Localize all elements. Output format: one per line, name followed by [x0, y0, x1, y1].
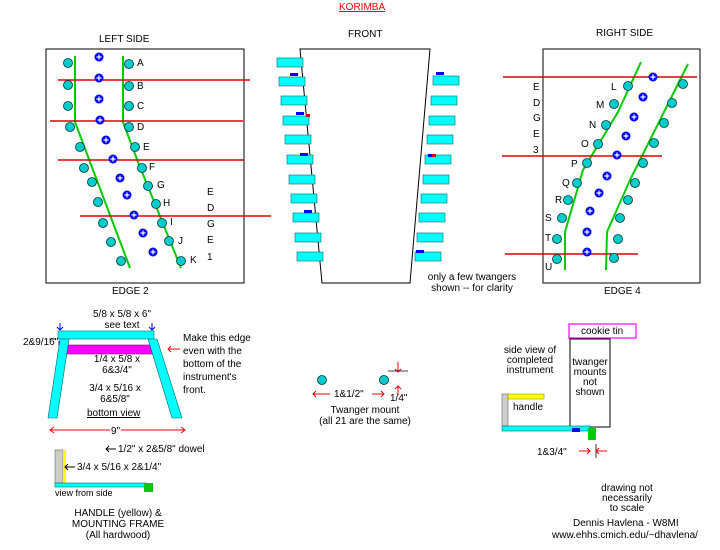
front-note: only a few twangers shown -- for clarity — [427, 272, 517, 294]
handle-yellow — [507, 393, 545, 400]
left-letter-f: F — [149, 162, 156, 173]
front-left-twangers — [276, 57, 324, 262]
right-letter-s: S — [545, 213, 552, 224]
left-letter-a: A — [137, 58, 144, 69]
left-green-line-1 — [74, 56, 131, 269]
author-url[interactable]: www.ehhs.cmich.edu/~dhavlena/ — [552, 530, 698, 541]
handle-label: handle — [513, 402, 544, 413]
front-panel — [276, 48, 460, 284]
right-edge-letter-2: D — [533, 98, 541, 109]
frame-side-view — [54, 445, 153, 492]
right-letter-n: N — [589, 120, 597, 131]
left-side-heading: LEFT SIDE — [99, 34, 150, 45]
left-letter-h: H — [163, 198, 171, 209]
right-green-line-1 — [564, 61, 642, 270]
completed-dimension: 1&3/4" — [537, 447, 567, 458]
handle-frame-caption: HANDLE (yellow) & MOUNTING FRAME (All ha… — [71, 508, 165, 541]
left-letter-g: G — [157, 180, 165, 191]
right-edge-letter-3: G — [533, 113, 541, 124]
left-edge-letter-4: E — [207, 235, 214, 246]
scale-note: drawing not necessarily to scale — [601, 483, 653, 514]
right-letter-o: O — [581, 139, 589, 150]
twanger-mount-caption: Twanger mount (all 21 are the same) — [319, 405, 411, 427]
frame-low-dimension: 3/4 x 5/16 x 6&5/8" — [89, 383, 141, 405]
right-edge-letter-5: 3 — [533, 145, 539, 156]
left-letter-e: E — [143, 142, 150, 153]
mount-offset-dimension: 1/4" — [390, 393, 408, 404]
completed-green-block — [588, 428, 596, 440]
side-bar — [54, 482, 147, 488]
left-edge-letter-5: 1 — [207, 252, 213, 263]
frame-top-dimension: 5/8 x 5/8 x 6" see text — [92, 309, 152, 331]
left-letter-d: D — [137, 122, 145, 133]
completed-handle-dowel — [501, 393, 509, 427]
side-green-block — [144, 483, 153, 492]
frame-bottom-view-label: bottom view — [87, 408, 141, 419]
left-green-line-2 — [122, 56, 182, 269]
front-trapezoid — [299, 48, 431, 284]
left-letter-i: I — [170, 217, 173, 228]
frame-left-dimension: 2&9/16" — [23, 337, 59, 348]
right-cyan-dots — [552, 79, 688, 264]
right-letter-l: L — [611, 82, 617, 93]
left-edge-letter-3: G — [207, 219, 215, 230]
frame-right-leg — [147, 338, 183, 419]
right-edge-letter-1: E — [533, 82, 540, 93]
edge2-label: EDGE 2 — [112, 286, 149, 297]
left-edge-letter-2: D — [207, 203, 215, 214]
right-blue-dots — [582, 72, 658, 257]
twanger-mount-diagram — [312, 362, 408, 398]
cookie-tin-label: cookie tin — [581, 326, 624, 337]
right-edge-letter-4: E — [533, 129, 540, 140]
left-side-panel — [45, 48, 271, 284]
left-cyan-dots — [63, 58, 186, 266]
left-side-outline — [45, 48, 245, 284]
instrument-body — [569, 338, 611, 428]
left-letter-j: J — [178, 236, 183, 247]
right-letter-r: R — [555, 195, 563, 206]
side-handle-dowel — [54, 449, 64, 484]
left-blue-dots — [94, 52, 158, 257]
front-heading: FRONT — [348, 29, 383, 40]
front-right-twangers — [414, 72, 460, 262]
mount-spacing-dimension: 1&1/2" — [334, 389, 364, 400]
mounting-frame-bottom-view — [47, 323, 186, 434]
frame-top-bar — [57, 330, 155, 340]
right-side-outline — [542, 48, 701, 284]
twanger-mounts-note: twanger mounts not shown — [572, 357, 608, 398]
side-view-completed-caption: side view of completed instrument — [503, 345, 557, 376]
frame-middle-dimension: 1/4 x 5/8 x 6&3/4" — [93, 354, 141, 376]
left-letter-b: B — [137, 81, 144, 92]
bar-dimension: 3/4 x 5/16 x 2&1/4" — [77, 462, 162, 473]
right-letter-p: P — [571, 159, 578, 170]
right-side-heading: RIGHT SIDE — [596, 28, 654, 39]
right-letter-q: Q — [562, 178, 570, 189]
right-side-panel — [502, 48, 701, 284]
edge4-label: EDGE 4 — [604, 286, 641, 297]
diagram-title: KORIMBA — [339, 2, 386, 13]
author-credit: Dennis Havlena - W8MI — [573, 518, 679, 529]
right-letter-m: M — [596, 100, 605, 111]
frame-width-dimension: 9" — [110, 426, 122, 437]
left-letter-c: C — [137, 101, 145, 112]
frame-edge-note: Make this edge even with the bottom of t… — [183, 333, 251, 396]
side-view-caption: view from side — [55, 488, 113, 498]
frame-middle-bar — [63, 344, 160, 355]
instrument-side-view — [501, 323, 637, 458]
dowel-dimension: 1/2" x 2&5/8" dowel — [118, 444, 205, 455]
right-letter-t: T — [545, 233, 552, 244]
cookie-tin-outline — [568, 323, 637, 339]
left-letter-k: K — [190, 255, 197, 266]
left-edge-letter-1: E — [207, 187, 214, 198]
frame-left-leg — [47, 338, 70, 419]
right-letter-u: U — [545, 262, 553, 273]
